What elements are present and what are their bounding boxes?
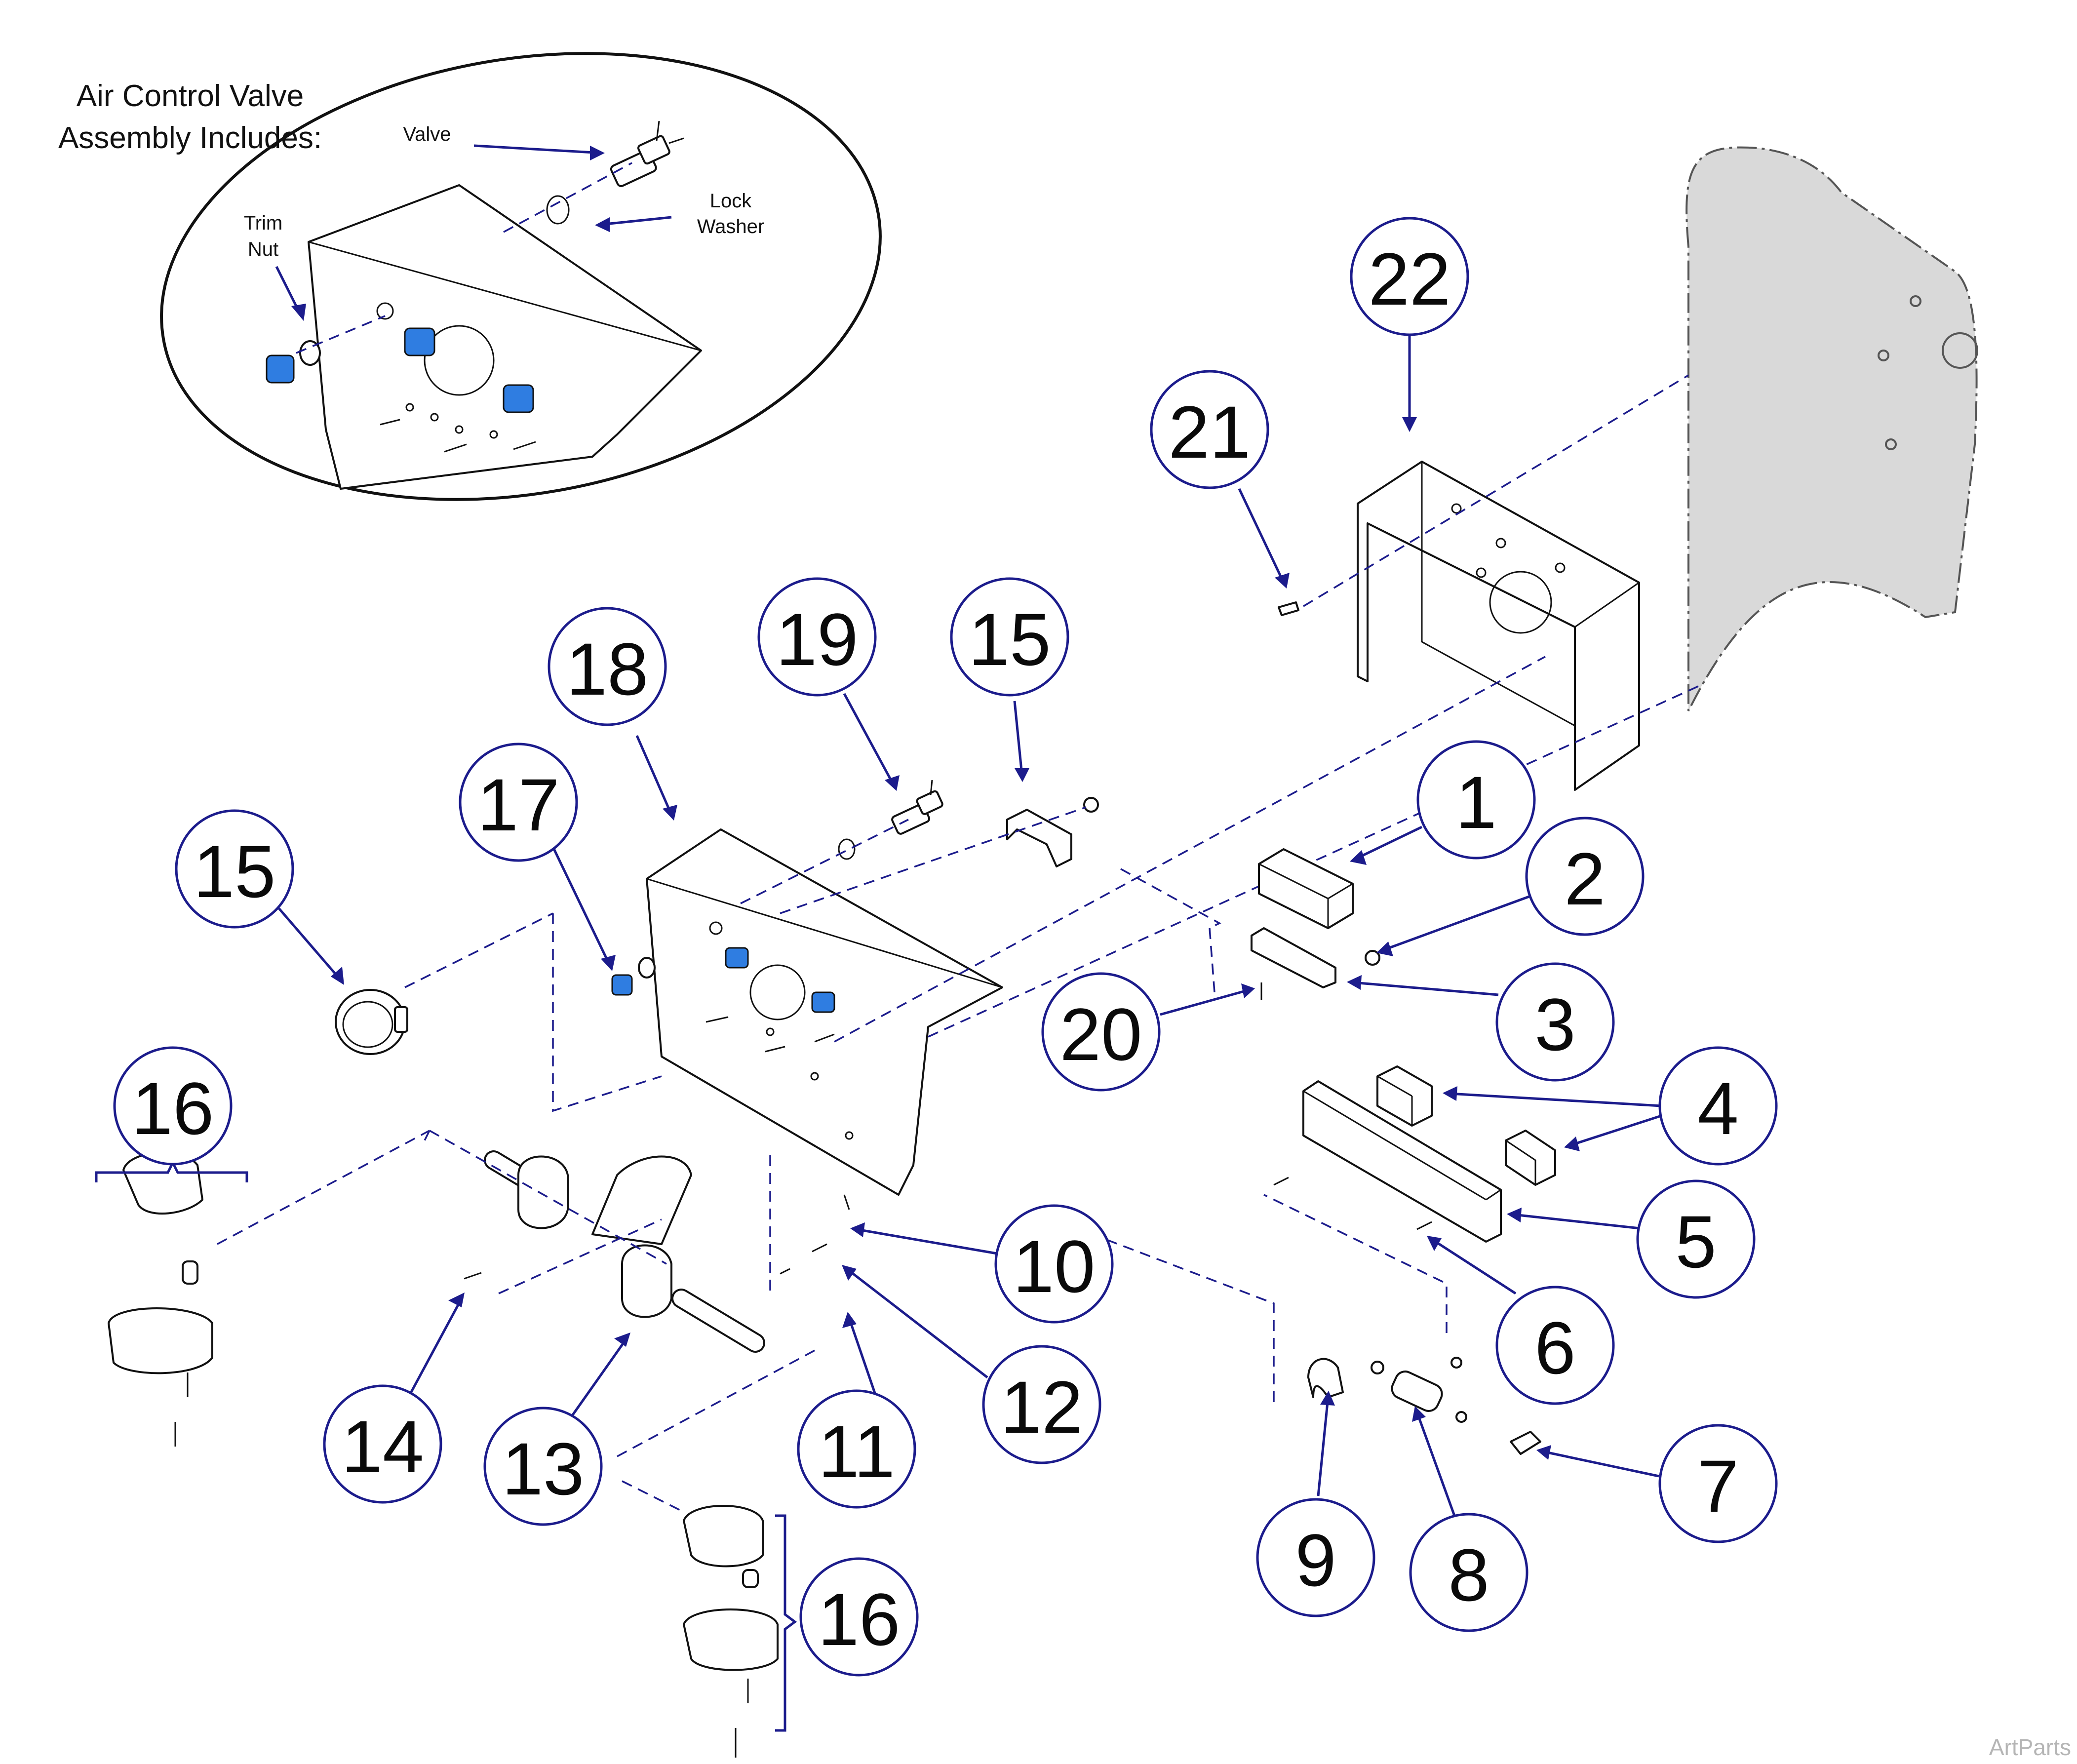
part-3-bracket-icon	[1251, 927, 1336, 988]
part-10-screw-icon	[843, 1194, 850, 1210]
svg-text:19: 19	[776, 598, 859, 681]
callout-6: 6	[1495, 1286, 1615, 1405]
inset-label-lock: Lock	[710, 190, 752, 212]
svg-text:12: 12	[1001, 1366, 1083, 1449]
callout-4: 4	[1658, 1046, 1778, 1166]
callout-21: 21	[1150, 370, 1269, 489]
svg-text:6: 6	[1534, 1306, 1575, 1389]
callout-15a: 15	[950, 577, 1069, 697]
callout-leaders	[278, 316, 1662, 1529]
callout-20: 20	[1041, 972, 1161, 1092]
part-15-clip-icon	[1006, 809, 1072, 867]
part-19-washer-icon	[838, 838, 856, 860]
part-17-knob-center-icon	[725, 947, 749, 969]
svg-text:5: 5	[1675, 1200, 1716, 1283]
callout-16b: 16	[799, 1557, 919, 1677]
callout-9: 9	[1256, 1498, 1375, 1617]
part-13-holder-bar-icon	[484, 1150, 765, 1353]
callout-14: 14	[323, 1384, 442, 1504]
callout-22: 22	[1350, 217, 1469, 336]
artparts-watermark: ArtParts	[1989, 1734, 2071, 1760]
svg-text:10: 10	[1013, 1225, 1096, 1308]
svg-text:4: 4	[1697, 1067, 1738, 1150]
svg-text:1: 1	[1455, 761, 1496, 844]
svg-text:7: 7	[1697, 1445, 1738, 1528]
callout-12: 12	[982, 1345, 1101, 1464]
callout-11: 11	[797, 1389, 916, 1509]
inset-lock-washer-icon	[546, 195, 570, 225]
callout-1: 1	[1416, 740, 1536, 860]
inset-label-valve: Valve	[403, 123, 451, 145]
svg-text:18: 18	[566, 627, 649, 710]
callout-18: 18	[548, 607, 667, 726]
brace-16b	[775, 1514, 797, 1732]
part-11-screw-icon	[812, 1243, 827, 1253]
inset-label-trim: Trim	[244, 212, 282, 234]
part-16-bottom-holder-icon	[683, 1505, 779, 1758]
svg-text:22: 22	[1369, 237, 1451, 320]
inset-valve-icon	[610, 120, 684, 187]
part-9-clamp-icon	[1307, 1358, 1344, 1398]
svg-text:9: 9	[1295, 1519, 1336, 1602]
part-4-relay-a-icon	[1376, 1065, 1433, 1127]
part-8-fitting-icon	[1371, 1361, 1384, 1374]
callout-10: 10	[994, 1204, 1114, 1324]
part-5-plate-icon	[1302, 1080, 1502, 1243]
callout-2: 2	[1525, 817, 1645, 936]
callout-19: 19	[757, 577, 877, 697]
part-4-relay-b-icon	[1505, 1130, 1556, 1186]
part-15-nut-icon	[1083, 797, 1099, 813]
inset-knob-center-icon	[404, 327, 435, 356]
inset-knob-right-icon	[503, 384, 534, 413]
part-2-nut-icon	[1365, 950, 1380, 966]
inset-air-control-valve: Air Control Valve Assembly Includes: Val	[58, 52, 882, 501]
part-6-screw-b-icon	[1416, 1221, 1432, 1230]
svg-text:14: 14	[342, 1405, 424, 1488]
part-1-solenoid-icon	[1258, 848, 1354, 929]
inset-title-line1: Air Control Valve	[77, 79, 304, 113]
svg-text:17: 17	[477, 763, 560, 846]
callout-5: 5	[1636, 1179, 1756, 1299]
callout-7: 7	[1658, 1424, 1778, 1543]
inset-trim-nut-icon	[299, 340, 321, 366]
inset-knob-left-icon	[266, 354, 295, 384]
part-16-left-holder-icon	[108, 1151, 213, 1447]
part-12-washer-icon	[780, 1268, 790, 1275]
part-17-knob-left-icon	[611, 974, 633, 996]
part-15-gauge-icon	[335, 989, 408, 1055]
callout-8: 8	[1409, 1513, 1528, 1632]
part-21-screw-icon	[1278, 601, 1299, 616]
ghost-housing	[1685, 146, 1978, 711]
callout-17: 17	[459, 743, 578, 862]
part-17-nut-icon	[638, 957, 656, 979]
svg-text:8: 8	[1448, 1533, 1489, 1616]
svg-text:11: 11	[818, 1410, 895, 1493]
part-14-screw-icon	[464, 1272, 482, 1280]
svg-text:2: 2	[1564, 837, 1605, 920]
svg-text:16: 16	[818, 1578, 901, 1661]
svg-text:16: 16	[132, 1067, 214, 1150]
svg-text:21: 21	[1169, 391, 1251, 473]
svg-text:20: 20	[1060, 993, 1142, 1076]
inset-label-washer: Washer	[697, 216, 764, 237]
inset-label-nut: Nut	[248, 238, 278, 260]
callout-15b: 15	[175, 809, 294, 929]
callout-13: 13	[483, 1407, 603, 1526]
svg-text:3: 3	[1534, 983, 1575, 1066]
part-22-bracket	[1357, 461, 1640, 791]
part-19-valve-icon	[891, 780, 943, 835]
part-7-fitting-icon	[1510, 1431, 1541, 1455]
part-8-filter-icon	[1391, 1371, 1443, 1412]
svg-text:15: 15	[194, 830, 276, 913]
part-6-screw-a-icon	[1273, 1176, 1289, 1186]
callout-3: 3	[1495, 962, 1615, 1082]
inset-title-line2: Assembly Includes:	[58, 121, 322, 155]
svg-text:13: 13	[502, 1427, 585, 1510]
svg-text:15: 15	[969, 598, 1051, 681]
part-17-knob-right-icon	[811, 991, 835, 1013]
callout-16a: 16	[113, 1046, 233, 1166]
inset-panel	[308, 184, 702, 490]
